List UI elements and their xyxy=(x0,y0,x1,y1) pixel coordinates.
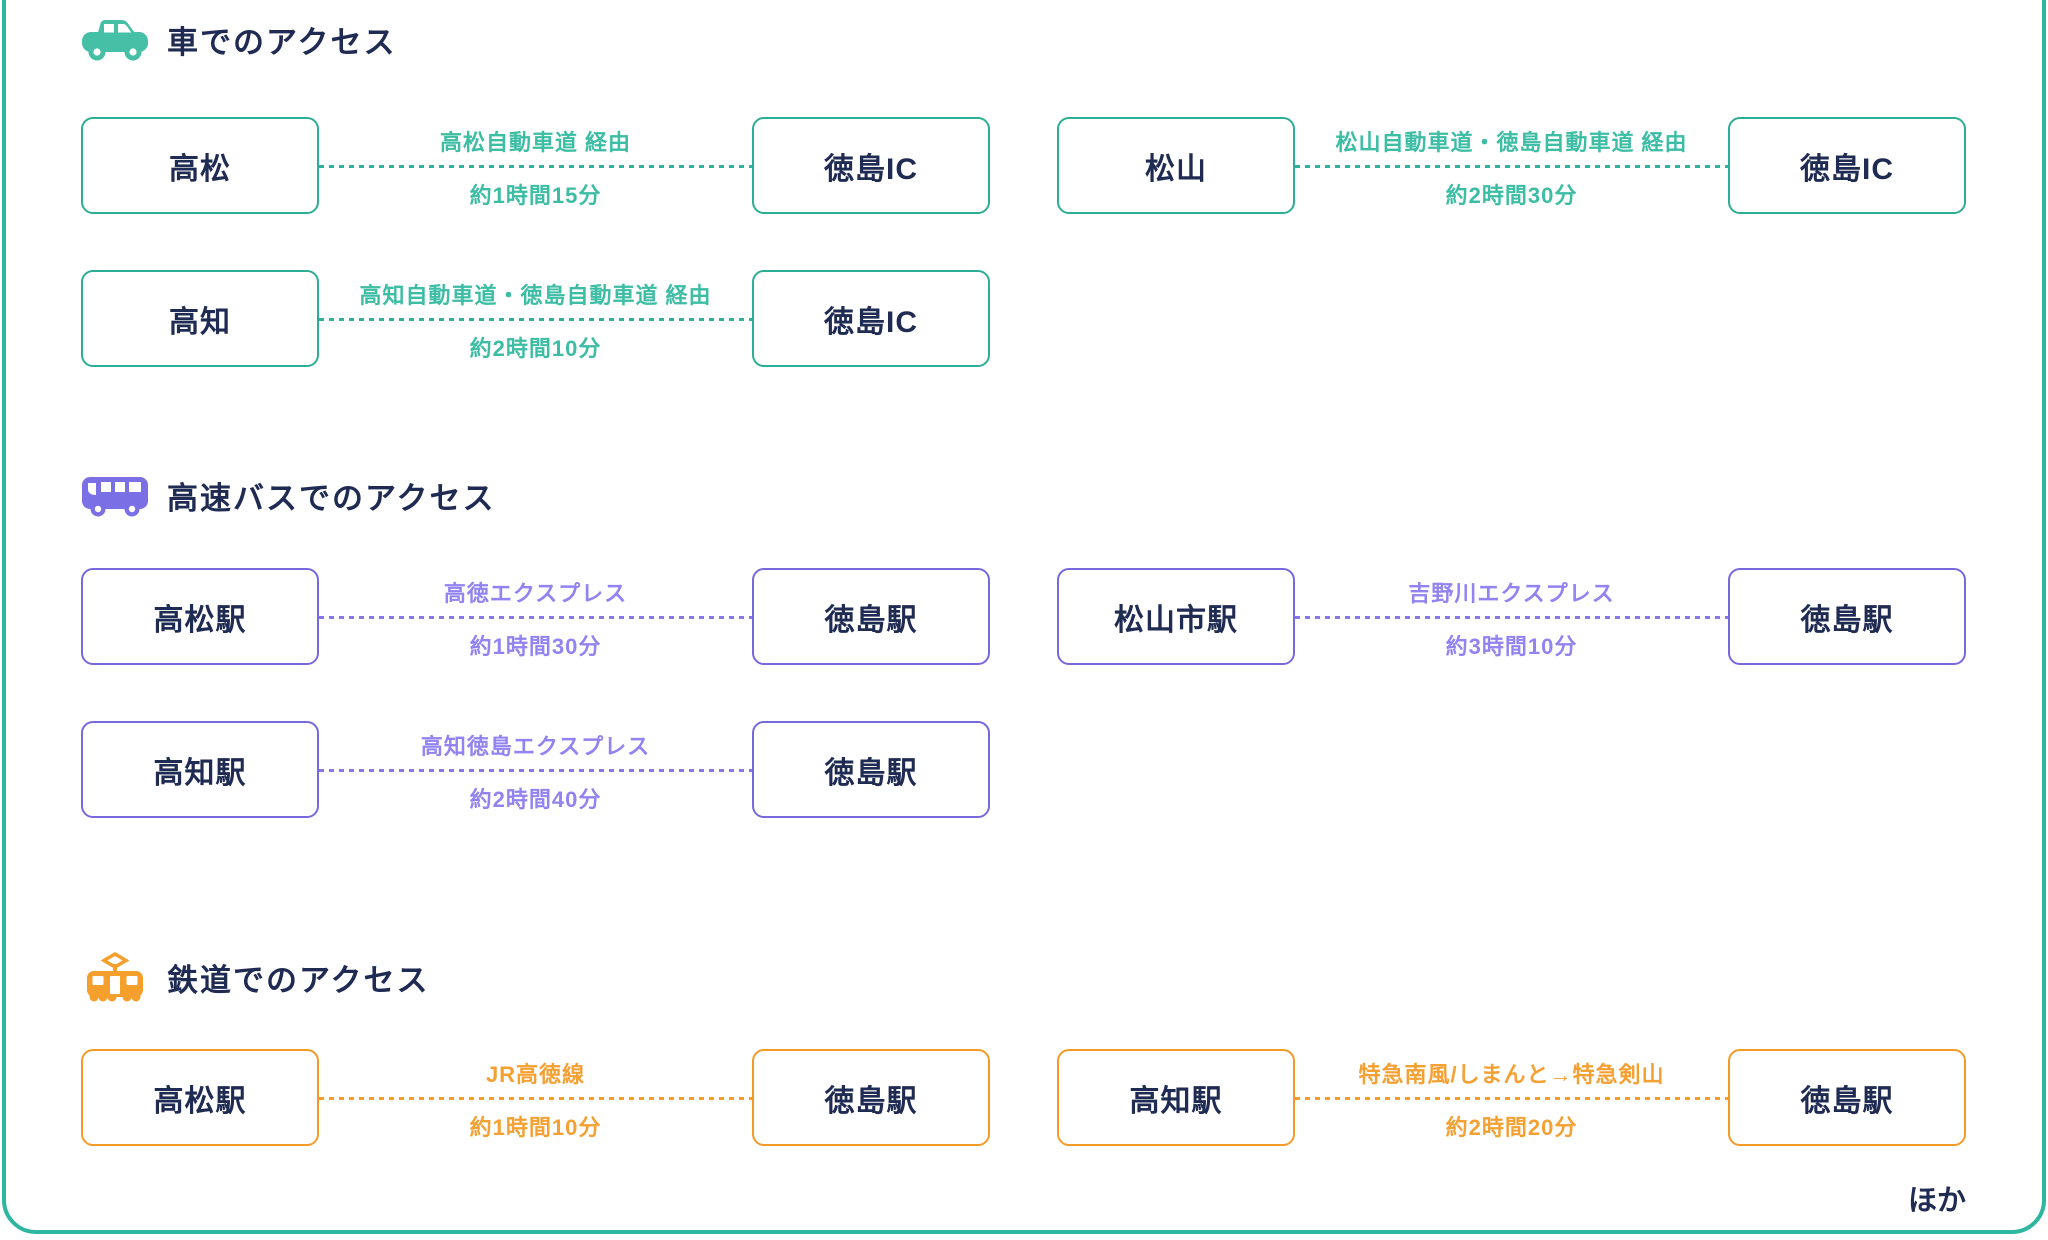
dashed-connector-line xyxy=(1295,1096,1728,1100)
route-connector: 吉野川エクスプレス 約3時間10分 xyxy=(1295,568,1728,665)
destination-station-box: 徳島駅 xyxy=(752,1049,990,1146)
section-title: 鉄道でのアクセス xyxy=(167,962,430,998)
origin-station-box: 高松駅 xyxy=(81,1049,319,1146)
route-duration-label: 約3時間10分 xyxy=(1445,633,1578,659)
section-header: 高速バスでのアクセス xyxy=(81,470,1966,520)
route-via-label: 松山自動車道・徳島自動車道 経由 xyxy=(1335,129,1688,155)
route-connector: 特急南風/しまんと→特急剣山 約2時間20分 xyxy=(1295,1049,1728,1146)
origin-station-box: 松山 xyxy=(1057,117,1295,214)
route-connector: 松山自動車道・徳島自動車道 経由 約2時間30分 xyxy=(1295,117,1728,214)
route-via-label: 高松自動車道 経由 xyxy=(439,129,632,155)
route-via-label: 特急南風/しまんと→特急剣山 xyxy=(1358,1061,1665,1087)
route-connector: 高徳エクスプレス 約1時間30分 xyxy=(319,568,752,665)
dashed-connector-line xyxy=(319,317,752,321)
route-row: 高知駅 高知徳島エクスプレス 約2時間40分 徳島駅 xyxy=(81,721,990,818)
origin-station-box: 松山市駅 xyxy=(1057,568,1295,665)
routes-grid: 高松 高松自動車道 経由 約1時間15分 徳島IC 松山 松山自動車道・徳島自動… xyxy=(81,117,1966,367)
dashed-connector-line xyxy=(319,164,752,168)
route-row: 高松 高松自動車道 経由 約1時間15分 徳島IC xyxy=(81,117,990,214)
dashed-connector-line xyxy=(1295,615,1728,619)
route-row: 松山市駅 吉野川エクスプレス 約3時間10分 徳島駅 xyxy=(1057,568,1966,665)
route-duration-label: 約1時間15分 xyxy=(469,182,602,208)
routes-grid: 高松駅 高徳エクスプレス 約1時間30分 徳島駅 松山市駅 吉野川エクスプレス … xyxy=(81,568,1966,818)
route-via-label: 高知自動車道・徳島自動車道 経由 xyxy=(359,282,712,308)
route-via-label: 高徳エクスプレス xyxy=(443,580,628,606)
route-row: 高知 高知自動車道・徳島自動車道 経由 約2時間10分 徳島IC xyxy=(81,270,990,367)
section-title: 高速バスでのアクセス xyxy=(167,480,496,516)
section-rail-access: 鉄道でのアクセス 高松駅 JR高徳線 約1時間10分 徳島駅 高知駅 特急南風/… xyxy=(81,951,1966,1146)
routes-grid: 高松駅 JR高徳線 約1時間10分 徳島駅 高知駅 特急南風/しまんと→特急剣山… xyxy=(81,1049,1966,1146)
destination-station-box: 徳島IC xyxy=(752,270,990,367)
route-via-label: JR高徳線 xyxy=(485,1061,586,1087)
route-connector: 高知自動車道・徳島自動車道 経由 約2時間10分 xyxy=(319,270,752,367)
route-duration-label: 約1時間30分 xyxy=(469,633,602,659)
tram-icon xyxy=(81,951,149,1002)
route-via-label: 高知徳島エクスプレス xyxy=(420,733,651,759)
origin-station-box: 高知駅 xyxy=(81,721,319,818)
dashed-connector-line xyxy=(319,615,752,619)
origin-station-box: 高知 xyxy=(81,270,319,367)
section-bus-access: 高速バスでのアクセス 高松駅 高徳エクスプレス 約1時間30分 徳島駅 松山市駅… xyxy=(81,470,1966,818)
route-row: 松山 松山自動車道・徳島自動車道 経由 約2時間30分 徳島IC xyxy=(1057,117,1966,214)
destination-station-box: 徳島IC xyxy=(1728,117,1966,214)
dashed-connector-line xyxy=(319,1096,752,1100)
section-car-access: 車でのアクセス 高松 高松自動車道 経由 約1時間15分 徳島IC 松山 松山自… xyxy=(81,14,1966,367)
origin-station-box: 高松 xyxy=(81,117,319,214)
route-via-label: 吉野川エクスプレス xyxy=(1408,580,1615,606)
route-row: 高松駅 高徳エクスプレス 約1時間30分 徳島駅 xyxy=(81,568,990,665)
section-header: 車でのアクセス xyxy=(81,14,1966,64)
destination-station-box: 徳島駅 xyxy=(752,568,990,665)
route-duration-label: 約1時間10分 xyxy=(469,1114,602,1140)
dashed-connector-line xyxy=(1295,164,1728,168)
route-duration-label: 約2時間20分 xyxy=(1445,1114,1578,1140)
section-title: 車でのアクセス xyxy=(167,24,397,60)
footer-note: ほか xyxy=(1907,1185,1966,1217)
route-connector: 高知徳島エクスプレス 約2時間40分 xyxy=(319,721,752,818)
route-row: 高知駅 特急南風/しまんと→特急剣山 約2時間20分 徳島駅 xyxy=(1057,1049,1966,1146)
destination-station-box: 徳島IC xyxy=(752,117,990,214)
origin-station-box: 高松駅 xyxy=(81,568,319,665)
route-duration-label: 約2時間10分 xyxy=(469,335,602,361)
bus-icon xyxy=(81,470,149,520)
dashed-connector-line xyxy=(319,768,752,772)
route-duration-label: 約2時間40分 xyxy=(469,786,602,812)
car-icon xyxy=(81,14,149,64)
origin-station-box: 高知駅 xyxy=(1057,1049,1295,1146)
route-row: 高松駅 JR高徳線 約1時間10分 徳島駅 xyxy=(81,1049,990,1146)
section-header: 鉄道でのアクセス xyxy=(81,951,1966,1002)
route-connector: 高松自動車道 経由 約1時間15分 xyxy=(319,117,752,214)
route-connector: JR高徳線 約1時間10分 xyxy=(319,1049,752,1146)
destination-station-box: 徳島駅 xyxy=(1728,1049,1966,1146)
destination-station-box: 徳島駅 xyxy=(752,721,990,818)
destination-station-box: 徳島駅 xyxy=(1728,568,1966,665)
route-duration-label: 約2時間30分 xyxy=(1445,182,1578,208)
